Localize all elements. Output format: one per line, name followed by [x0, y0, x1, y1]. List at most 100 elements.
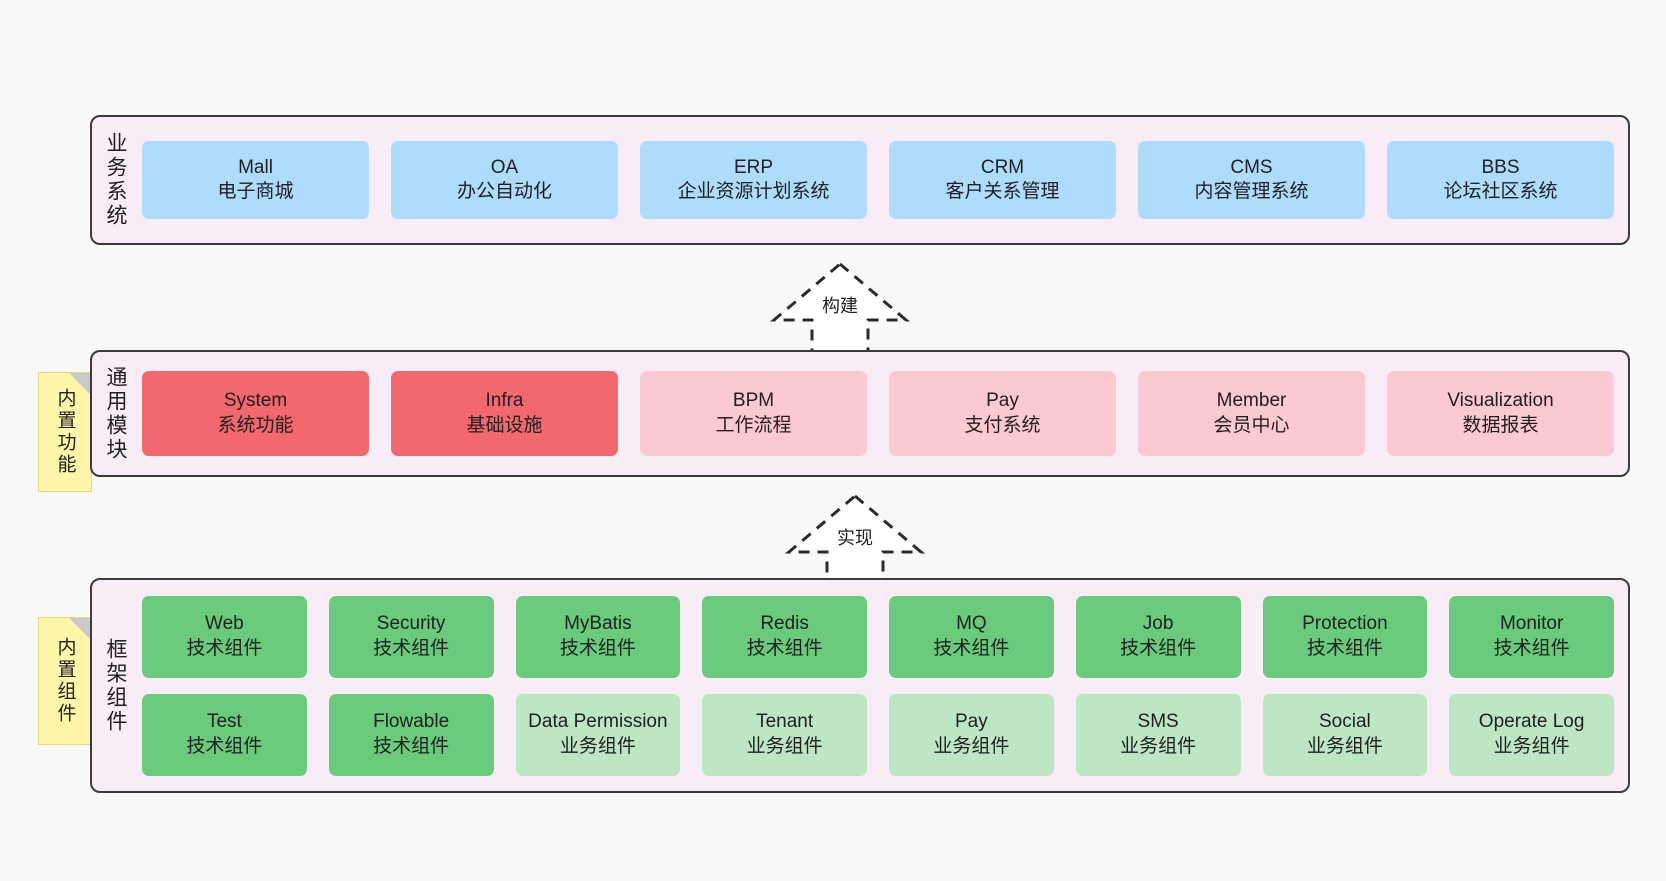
- business-card-oa[interactable]: OA 办公自动化: [391, 141, 618, 219]
- card-subtitle: 技术组件: [373, 735, 450, 757]
- arrow-implement-label: 实现: [837, 528, 873, 548]
- card-subtitle: 支付系统: [964, 414, 1041, 436]
- card-subtitle: 数据报表: [1462, 414, 1539, 436]
- card-title: BBS: [1481, 156, 1520, 178]
- card-subtitle: 技术组件: [186, 637, 263, 659]
- card-subtitle: 业务组件: [746, 735, 823, 757]
- card-subtitle: 会员中心: [1213, 414, 1290, 436]
- card-title: Social: [1319, 711, 1371, 733]
- card-subtitle: 技术组件: [746, 637, 823, 659]
- card-title: Infra: [485, 390, 524, 412]
- card-subtitle: 技术组件: [1120, 637, 1197, 659]
- card-subtitle: 办公自动化: [456, 181, 552, 202]
- card-title: MyBatis: [564, 613, 632, 635]
- card-subtitle: 工作流程: [715, 414, 792, 436]
- card-subtitle: 业务组件: [1493, 735, 1570, 757]
- business-card-mall[interactable]: Mall 电子商城: [142, 141, 369, 219]
- card-subtitle: 技术组件: [1306, 637, 1383, 659]
- card-title: System: [223, 390, 288, 412]
- card-title: Visualization: [1447, 390, 1554, 412]
- card-title: Operate Log: [1478, 711, 1585, 733]
- card-subtitle: 基础设施: [466, 414, 543, 436]
- card-title: ERP: [733, 156, 774, 178]
- layer-framework-components-title: 框架组件: [104, 637, 128, 734]
- card-subtitle: 业务组件: [1120, 735, 1197, 757]
- arrow-implement: 实现: [775, 490, 935, 590]
- card-subtitle: 技术组件: [933, 637, 1010, 659]
- arrow-implement-shape: [784, 494, 926, 588]
- card-title: CMS: [1230, 156, 1273, 178]
- card-title: Job: [1142, 613, 1174, 635]
- card-subtitle: 技术组件: [1493, 637, 1570, 659]
- card-subtitle: 业务组件: [559, 735, 636, 757]
- note-builtin-features: 内置功能: [38, 372, 92, 492]
- card-subtitle: 内容管理系统: [1194, 181, 1309, 202]
- card-subtitle: 业务组件: [933, 735, 1010, 757]
- arrow-build-label: 构建: [822, 296, 858, 316]
- card-title: SMS: [1137, 711, 1179, 733]
- card-title: Pay: [986, 390, 1019, 412]
- card-title: Security: [376, 613, 446, 635]
- card-title: OA: [490, 156, 519, 178]
- card-title: Test: [206, 711, 242, 733]
- business-card-erp[interactable]: ERP 企业资源计划系统: [640, 141, 867, 219]
- card-title: Data Permission: [528, 711, 668, 733]
- card-subtitle: 系统功能: [217, 414, 294, 436]
- arrow-build-shape: [769, 262, 911, 356]
- note-builtin-features-label: 内置功能: [54, 388, 76, 476]
- card-title: Tenant: [756, 711, 814, 733]
- card-subtitle: 技术组件: [559, 637, 636, 659]
- business-card-cms[interactable]: CMS 内容管理系统: [1138, 141, 1365, 219]
- note-builtin-components-label: 内置组件: [54, 637, 76, 725]
- card-title: Web: [205, 613, 244, 635]
- card-subtitle: 电子商城: [217, 181, 294, 202]
- card-title: Flowable: [373, 711, 450, 733]
- note-builtin-components: 内置组件: [38, 617, 92, 745]
- card-subtitle: 企业资源计划系统: [677, 181, 830, 202]
- card-title: Mall: [238, 156, 273, 178]
- card-title: BPM: [732, 390, 775, 412]
- card-subtitle: 技术组件: [373, 637, 450, 659]
- layer-business-systems-title: 业务系统: [104, 132, 128, 228]
- card-title: MQ: [956, 613, 987, 635]
- card-subtitle: 技术组件: [186, 735, 263, 757]
- arrow-build: 构建: [760, 258, 920, 358]
- card-title: Protection: [1302, 613, 1388, 635]
- card-subtitle: 业务组件: [1306, 735, 1383, 757]
- layer-common-modules-title: 通用模块: [104, 365, 128, 462]
